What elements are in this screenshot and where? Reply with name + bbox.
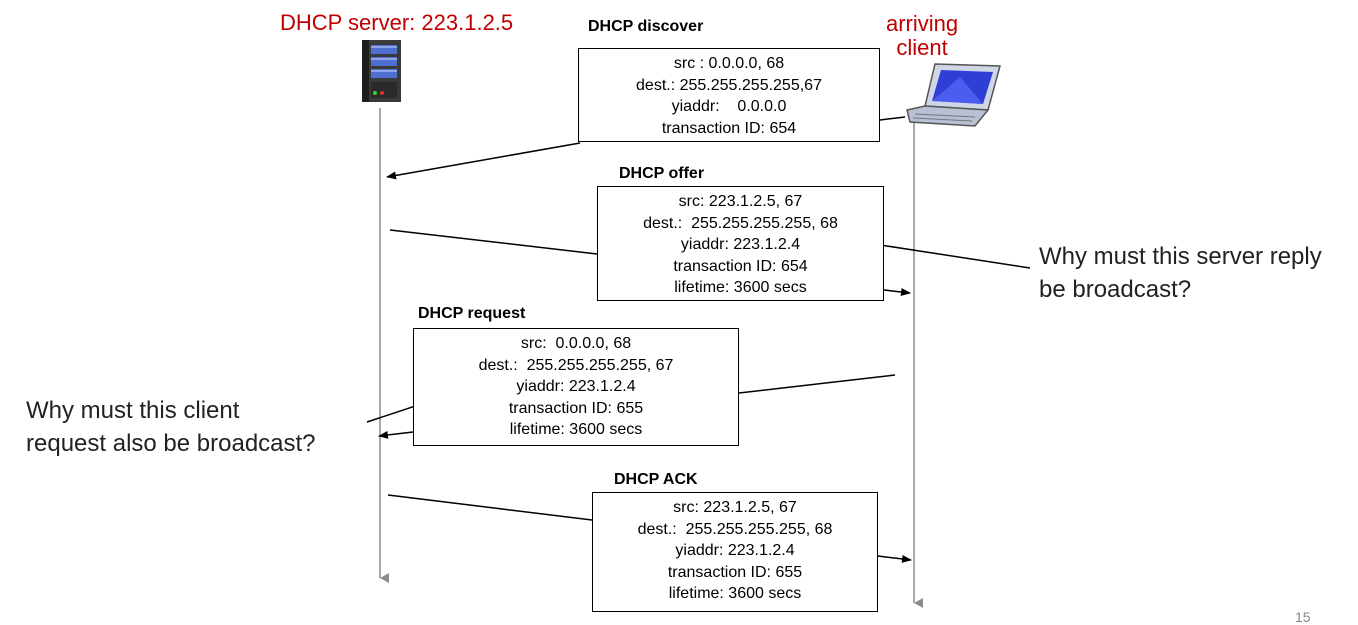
ack-line: dest.: 255.255.255.255, 68 <box>637 520 833 538</box>
ack-line: transaction ID: 655 <box>667 563 803 581</box>
request-arrow-out <box>738 374 896 394</box>
request-box: src: 0.0.0.0, 68 dest.: 255.255.255.255,… <box>413 328 739 446</box>
offer-line: lifetime: 3600 secs <box>674 279 807 296</box>
offer-line: dest.: 255.255.255.255, 68 <box>643 214 838 232</box>
ack-line: yiaddr: 223.1.2.4 <box>675 542 795 559</box>
offer-box: src: 223.1.2.5, 67 dest.: 255.255.255.25… <box>597 186 884 301</box>
client-request-question: Why must this client request also be bro… <box>26 394 316 460</box>
client-label-line-2: client <box>896 35 948 60</box>
ack-box: src: 223.1.2.5, 67 dest.: 255.255.255.25… <box>592 492 878 612</box>
offer-title: DHCP offer <box>619 165 705 182</box>
request-line: transaction ID: 655 <box>508 399 644 417</box>
server-icon <box>362 40 401 102</box>
ack-arrow <box>877 554 912 563</box>
offer-arrow-out <box>389 229 598 255</box>
question-line: Why must this server reply <box>1039 243 1322 270</box>
request-line: lifetime: 3600 secs <box>509 421 643 438</box>
server-label: DHCP server: 223.1.2.5 <box>280 10 514 35</box>
ack-arrow-out <box>387 494 593 521</box>
question-line: request also be broadcast? <box>26 430 316 457</box>
question-line: Why must this client <box>26 397 240 424</box>
offer-line: yiaddr: 223.1.2.4 <box>680 236 801 253</box>
client-label: arriving client <box>886 12 958 60</box>
discover-arrow-in <box>879 116 906 121</box>
discover-arrow <box>386 142 581 180</box>
discover-line: transaction ID: 654 <box>661 119 797 137</box>
discover-box: src : 0.0.0.0, 68 dest.: 255.255.255.255… <box>578 48 880 142</box>
laptop-icon <box>906 63 1001 127</box>
ack-line: lifetime: 3600 secs <box>668 585 802 602</box>
offer-line: src: 223.1.2.5, 67 <box>678 193 803 210</box>
request-arrow <box>378 430 414 439</box>
ack-line: src: 223.1.2.5, 67 <box>673 499 797 516</box>
discover-line: dest.: 255.255.255.255,67 <box>636 76 822 94</box>
request-title: DHCP request <box>418 305 526 322</box>
discover-line: src : 0.0.0.0, 68 <box>673 55 785 72</box>
request-line: src: 0.0.0.0, 68 <box>520 335 632 352</box>
server-reply-question: Why must this server reply be broadcast? <box>1039 240 1322 306</box>
offer-arrow <box>883 287 911 296</box>
request-line: dest.: 255.255.255.255, 67 <box>478 356 674 374</box>
request-line: yiaddr: 223.1.2.4 <box>516 378 636 395</box>
offer-line: transaction ID: 654 <box>673 257 808 275</box>
client-label-line-1: arriving <box>886 11 959 36</box>
discover-line: yiaddr: 0.0.0.0 <box>671 98 787 115</box>
ack-title: DHCP ACK <box>614 471 698 488</box>
discover-title: DHCP discover <box>588 18 704 35</box>
question-line: be broadcast? <box>1039 276 1192 303</box>
page-number: 15 <box>1295 609 1311 625</box>
